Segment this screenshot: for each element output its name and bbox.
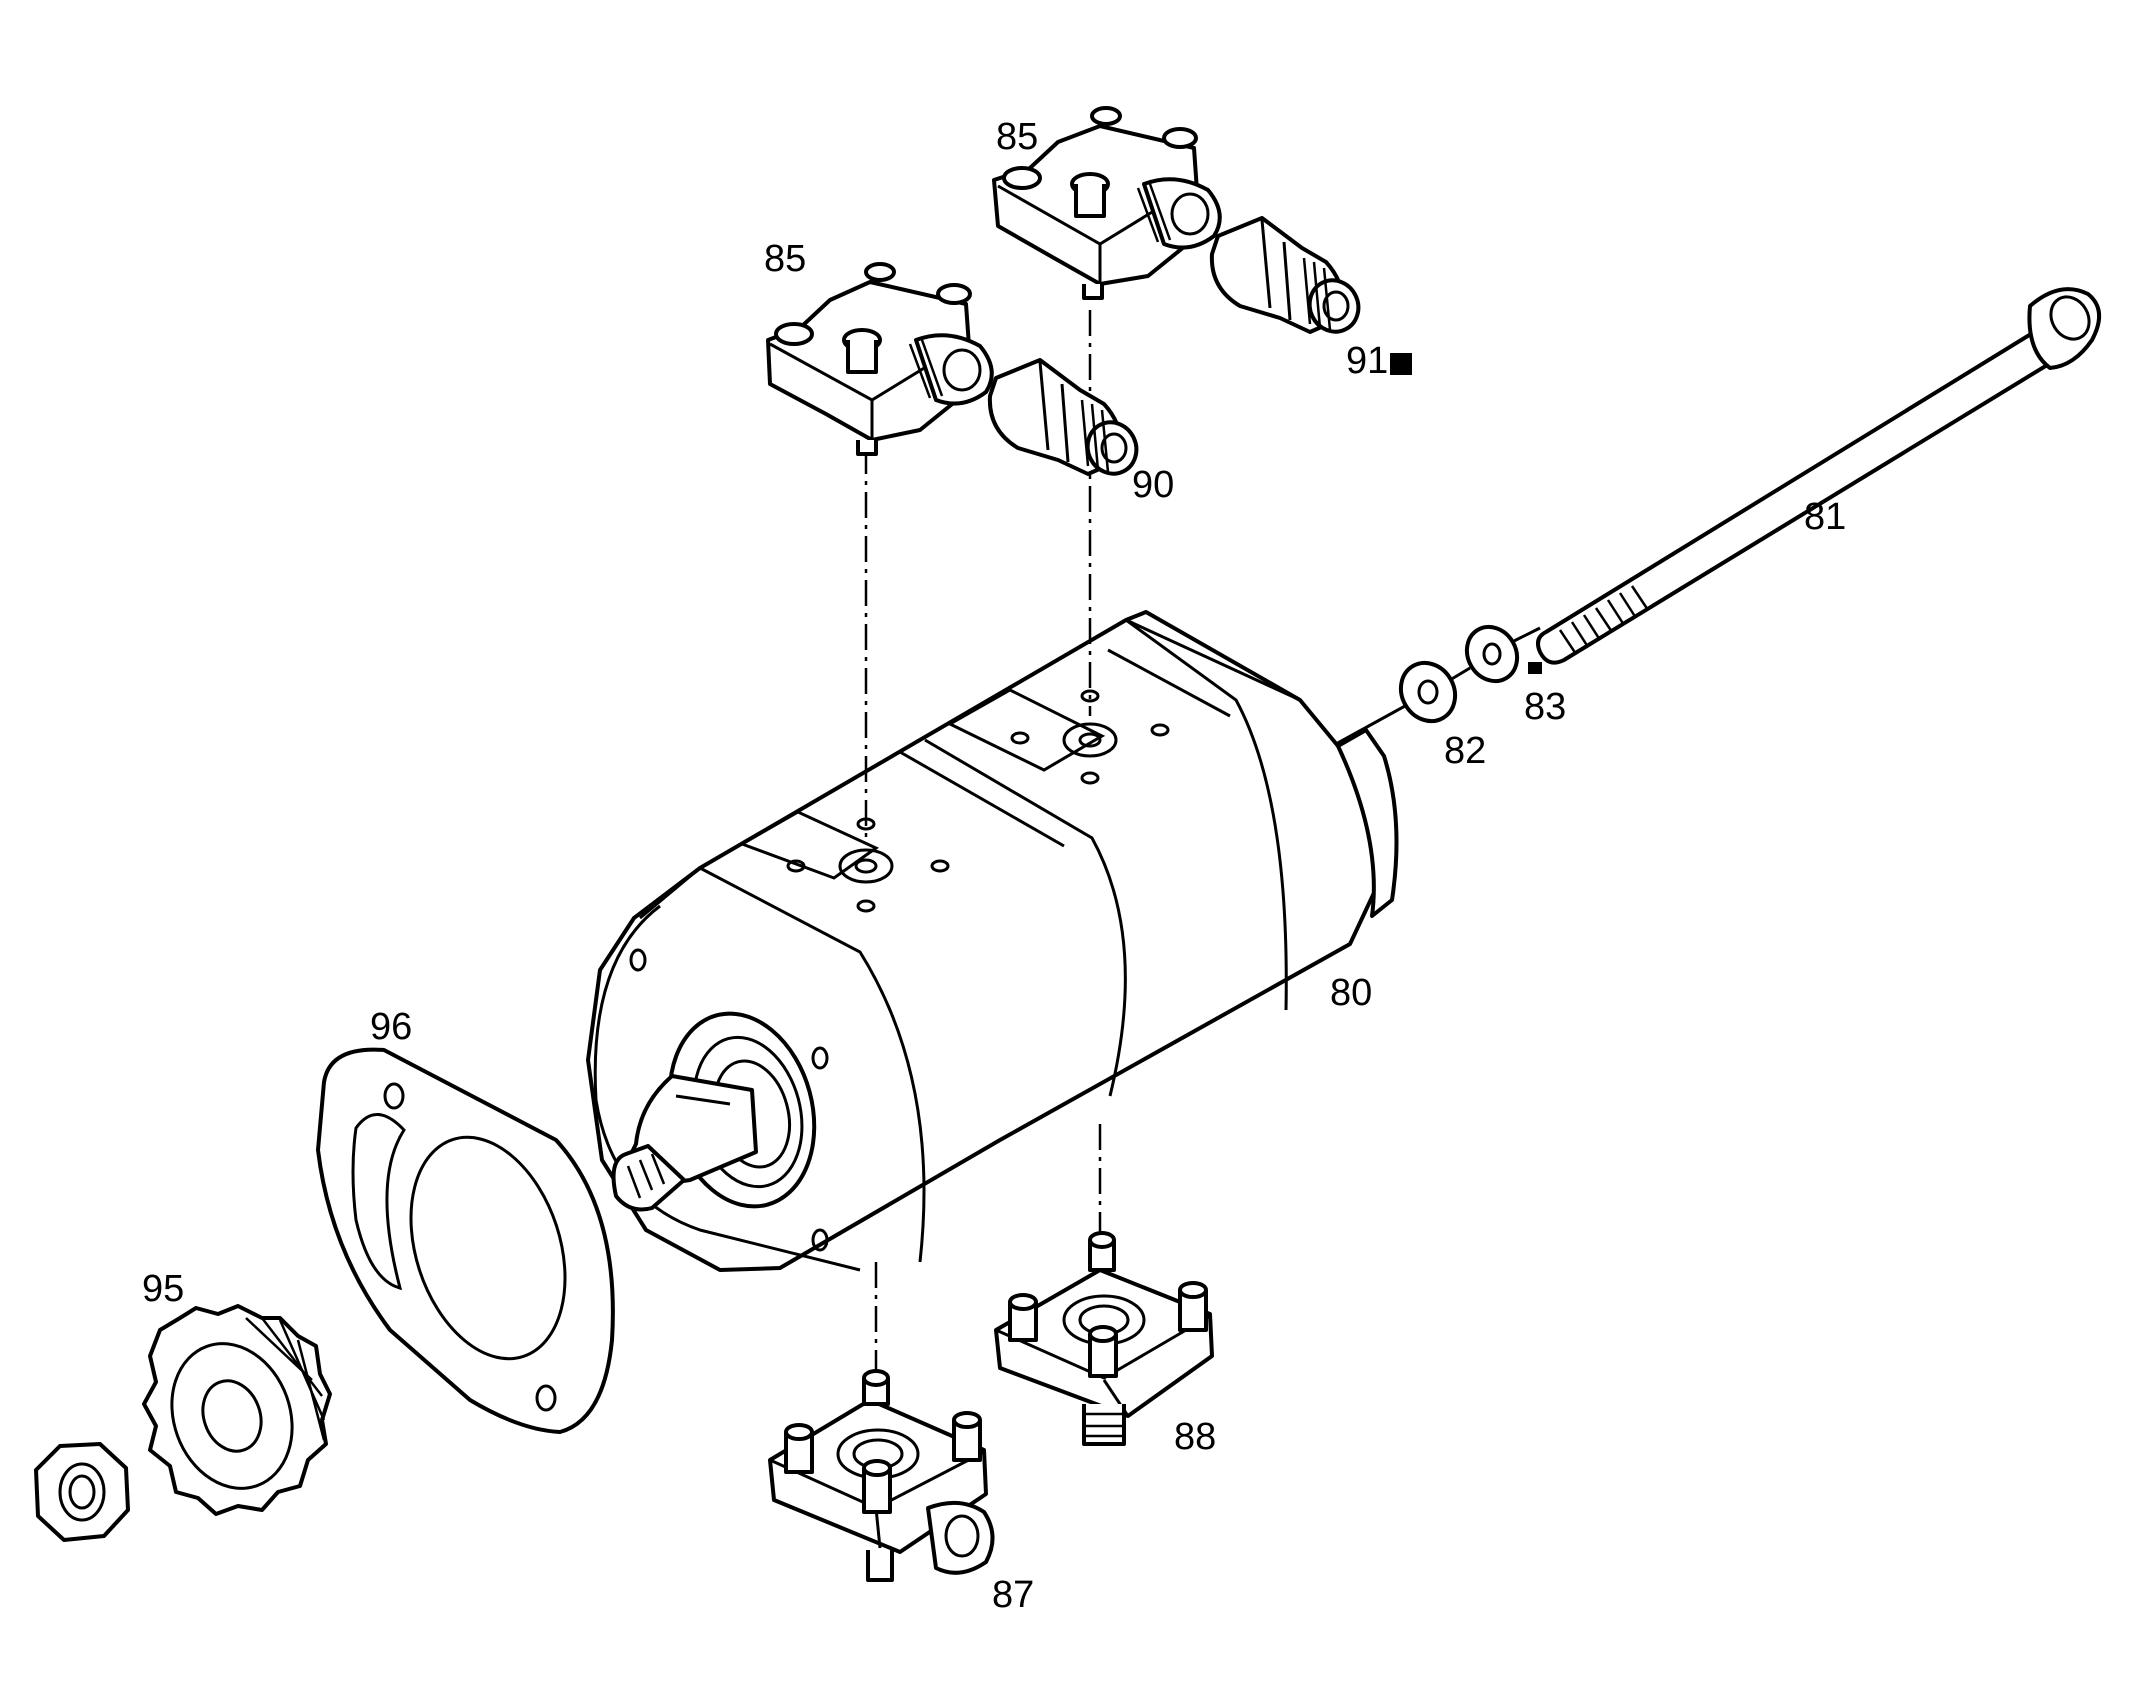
- part-81-bolt: [1536, 287, 2101, 665]
- label-91: 91: [1346, 340, 1413, 382]
- marker-83-square: [1528, 662, 1542, 674]
- part-95-gear: [142, 1304, 332, 1516]
- part-91-connector: [1209, 216, 1361, 334]
- part-88-port-block: [994, 1231, 1214, 1446]
- label-91-text: 91: [1346, 340, 1389, 382]
- label-80: 80: [1330, 972, 1373, 1014]
- part-90-connector: [987, 358, 1139, 476]
- label-81: 81: [1804, 496, 1847, 538]
- label-87: 87: [992, 1574, 1035, 1616]
- part-80-pump-body: [586, 610, 1399, 1272]
- label-95: 95: [142, 1268, 185, 1310]
- part-85-elbow-fitting-right: [992, 106, 1222, 300]
- label-85-right: 85: [996, 116, 1039, 158]
- label-88: 88: [1174, 1416, 1217, 1458]
- label-82: 82: [1444, 730, 1487, 772]
- part-87-port-block: [768, 1369, 995, 1582]
- label-83: 83: [1524, 686, 1567, 728]
- part-85-elbow-fitting-left: [766, 262, 994, 456]
- label-90: 90: [1132, 464, 1175, 506]
- part-96-gasket: [316, 1047, 615, 1434]
- nut: [34, 1442, 130, 1542]
- part-82-washer: [1398, 660, 1458, 724]
- part-83-washer: [1464, 624, 1520, 684]
- marker-91-square: [1390, 353, 1413, 375]
- label-85-left: 85: [764, 238, 807, 280]
- label-96: 96: [370, 1006, 413, 1048]
